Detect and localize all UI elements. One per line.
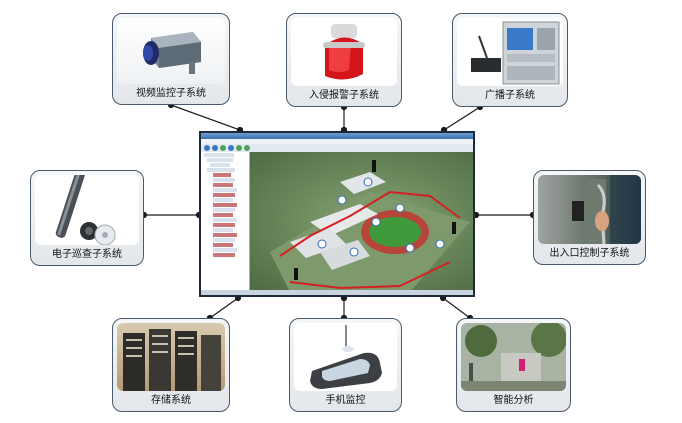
patrol-image — [35, 175, 139, 245]
street-scene-icon — [461, 323, 566, 391]
node-label: 视频监控子系统 — [136, 88, 206, 99]
node-video-surveillance: 视频监控子系统 — [112, 13, 230, 105]
mobile-device-icon — [310, 325, 382, 389]
node-intelligent-analysis: 智能分析 — [456, 318, 571, 412]
campus-map-view — [250, 152, 473, 290]
toolbar-icon — [212, 145, 218, 151]
app-menubar — [201, 139, 473, 144]
node-label: 电子巡查子系统 — [52, 249, 122, 260]
connector-video — [170, 104, 241, 131]
node-electronic-patrol: 电子巡查子系统 — [30, 170, 144, 266]
node-intrusion-alarm: 入侵报警子系统 — [286, 13, 402, 107]
storage-image — [117, 323, 225, 391]
app-statusbar — [201, 290, 473, 295]
broadcast-console-icon — [471, 21, 560, 85]
connector-broadcast — [443, 106, 481, 131]
node-access-control: 出入口控制子系统 — [533, 170, 646, 265]
app-titlebar — [201, 133, 473, 139]
alarm-image — [291, 18, 397, 86]
camera-icon — [143, 32, 201, 74]
toolbar-icon — [204, 145, 210, 151]
central-platform-screenshot — [199, 131, 475, 297]
node-label: 入侵报警子系统 — [309, 90, 379, 101]
mobile-image — [294, 323, 397, 391]
toolbar-icon — [236, 145, 242, 151]
toolbar-icon — [244, 145, 250, 151]
analysis-image — [461, 323, 566, 391]
toolbar-icon — [220, 145, 226, 151]
broadcast-image — [457, 18, 563, 86]
connector-analysis — [442, 297, 471, 319]
toolbar-icon — [228, 145, 234, 151]
node-label: 智能分析 — [493, 395, 534, 406]
node-label: 存储系统 — [151, 395, 191, 406]
connector-storage — [209, 297, 239, 319]
node-label: 广播子系统 — [485, 90, 535, 101]
campus-map — [270, 160, 470, 290]
node-broadcast: 广播子系统 — [452, 13, 568, 107]
node-label: 出入口控制子系统 — [549, 248, 630, 259]
access-image — [538, 175, 641, 244]
card-reader-icon — [572, 175, 641, 244]
camera-image — [117, 18, 225, 84]
server-rack-icon — [123, 329, 221, 391]
node-storage: 存储系统 — [112, 318, 230, 412]
patrol-wand-icon — [55, 175, 116, 245]
device-tree-panel — [201, 152, 250, 290]
siren-icon — [323, 24, 365, 80]
node-mobile-monitoring: 手机监控 — [289, 318, 402, 412]
node-label: 手机监控 — [325, 395, 366, 406]
